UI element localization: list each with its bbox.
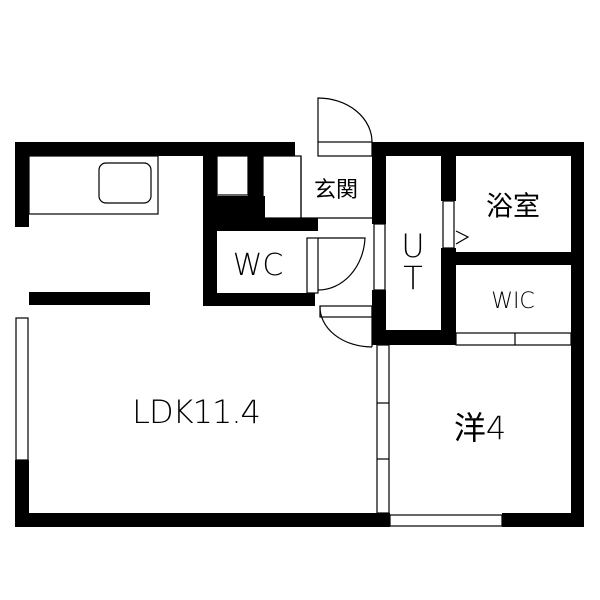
wic-sliding-doors[interactable]	[455, 332, 572, 346]
utility-label-t: T	[403, 259, 423, 297]
bath-wic-divider	[441, 252, 571, 265]
hallway-door[interactable]	[319, 305, 373, 348]
room-label-utility: U T	[398, 230, 428, 294]
room-label-ldk: LDK11.4	[132, 393, 261, 431]
utility-walls	[372, 156, 456, 345]
room-label-wc: WC	[232, 248, 284, 283]
shoe-storage	[262, 155, 302, 219]
utility-label-u: U	[401, 227, 425, 265]
window-left	[15, 317, 29, 461]
entrance-door[interactable]	[317, 97, 373, 157]
window-bottom	[389, 514, 503, 527]
sink-icon	[98, 162, 152, 204]
kitchen-counter	[28, 155, 159, 215]
bathroom-door-arrow-icon	[455, 230, 470, 245]
storage-box	[216, 155, 249, 196]
outer-walls	[15, 142, 584, 527]
room-label-entrance: 玄関	[313, 178, 359, 203]
western-room-sliding-doors[interactable]	[376, 344, 390, 514]
room-label-western: 洋4	[453, 409, 507, 447]
room-label-wic: WIC	[491, 289, 535, 314]
core-walls	[203, 142, 318, 306]
room-label-bathroom: 浴室	[486, 191, 540, 223]
ldk-partition-wall	[29, 292, 150, 305]
wc-door[interactable]	[306, 237, 366, 294]
